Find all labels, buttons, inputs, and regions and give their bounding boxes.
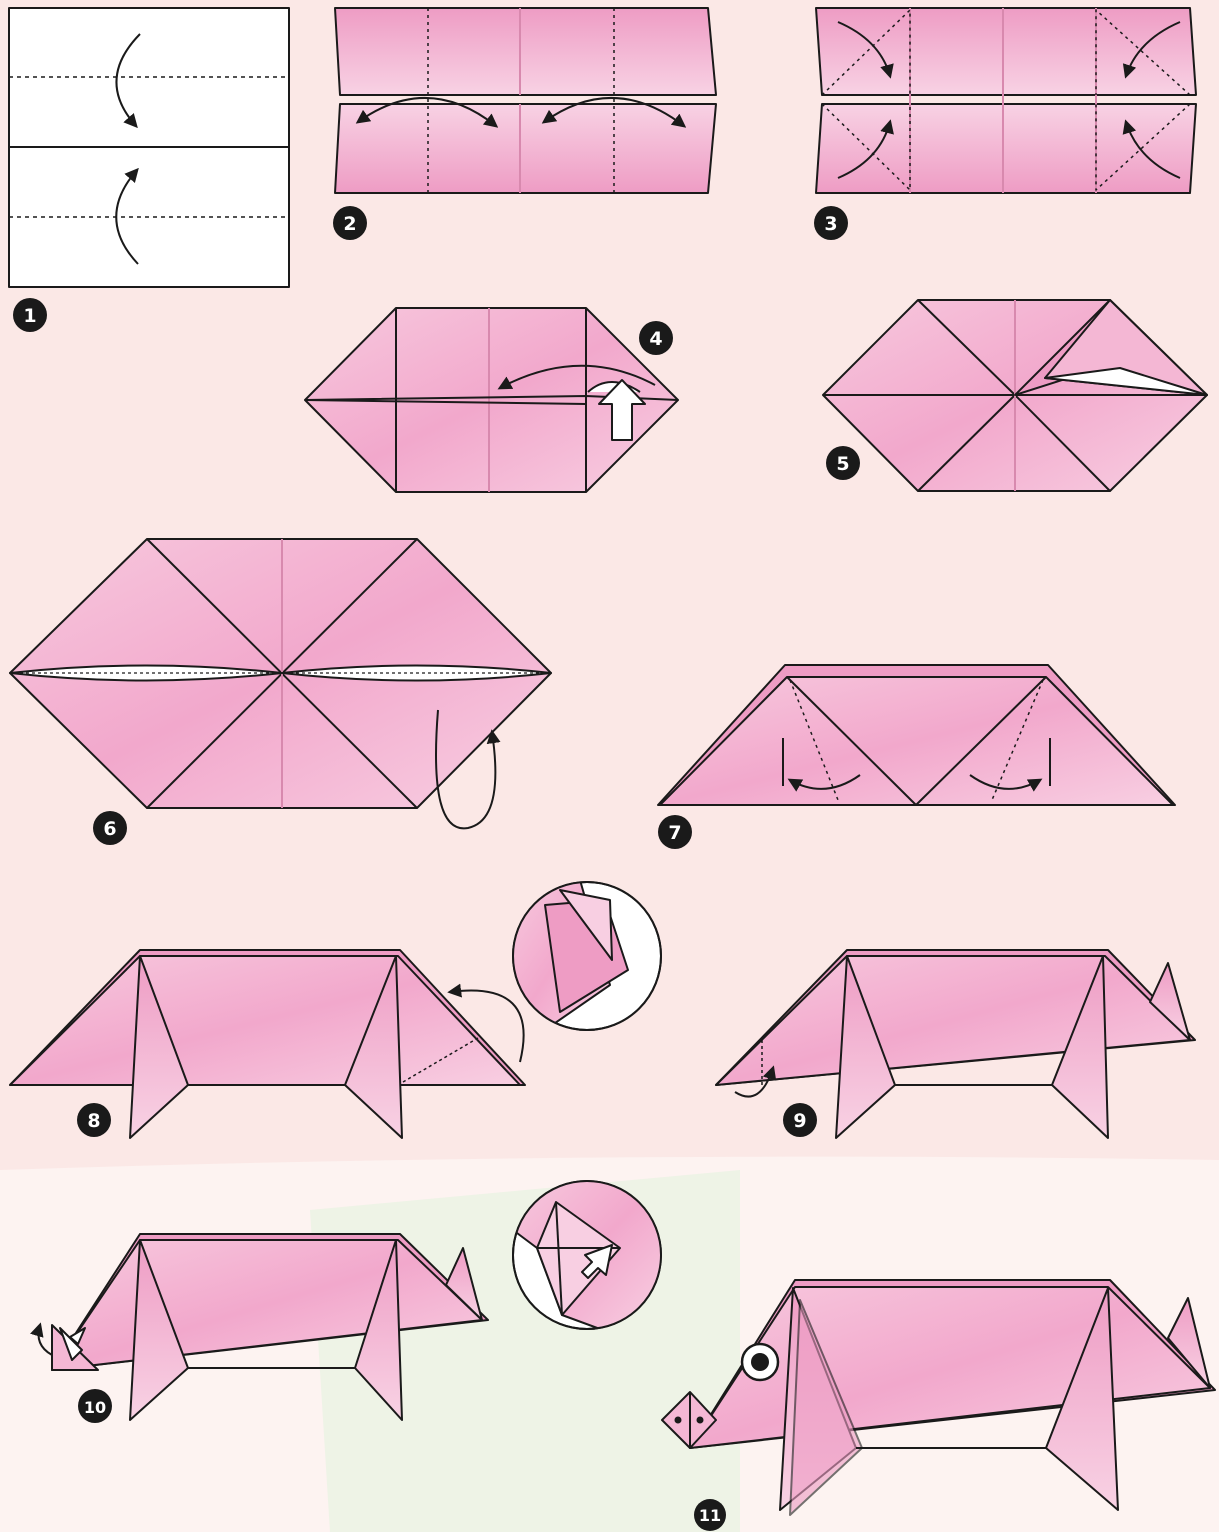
step-badge-9: 9 [783,1103,817,1137]
step-badge-3: 3 [814,206,848,240]
step-2-diagram [335,8,716,193]
step-10-detail-circle [513,1181,661,1329]
step-1-diagram [9,8,289,287]
step-7-diagram [658,665,1175,805]
step-badge-8: 8 [77,1103,111,1137]
step-8-diagram [10,880,661,1138]
svg-text:9: 9 [793,1110,806,1132]
step-badge-11: 11 [694,1499,726,1531]
step-3-diagram [816,8,1196,193]
step-badge-4: 4 [639,321,673,355]
step-badge-2: 2 [333,206,367,240]
svg-text:1: 1 [23,305,36,327]
step-badge-10: 10 [78,1389,112,1423]
step-8-detail-circle [513,880,661,1030]
step-6-diagram [10,539,551,828]
svg-text:6: 6 [103,818,116,840]
svg-text:11: 11 [699,1506,721,1525]
svg-text:7: 7 [668,822,681,844]
svg-text:3: 3 [824,213,837,235]
step-badge-6: 6 [93,811,127,845]
step-4-diagram [305,308,678,492]
step-badge-5: 5 [826,446,860,480]
svg-text:5: 5 [836,453,849,475]
svg-text:10: 10 [84,1398,106,1417]
svg-text:2: 2 [343,213,356,235]
step-badge-1: 1 [13,298,47,332]
svg-text:8: 8 [87,1110,100,1132]
step-5-diagram [823,300,1207,491]
step-badge-7: 7 [658,815,692,849]
svg-text:4: 4 [649,328,662,350]
